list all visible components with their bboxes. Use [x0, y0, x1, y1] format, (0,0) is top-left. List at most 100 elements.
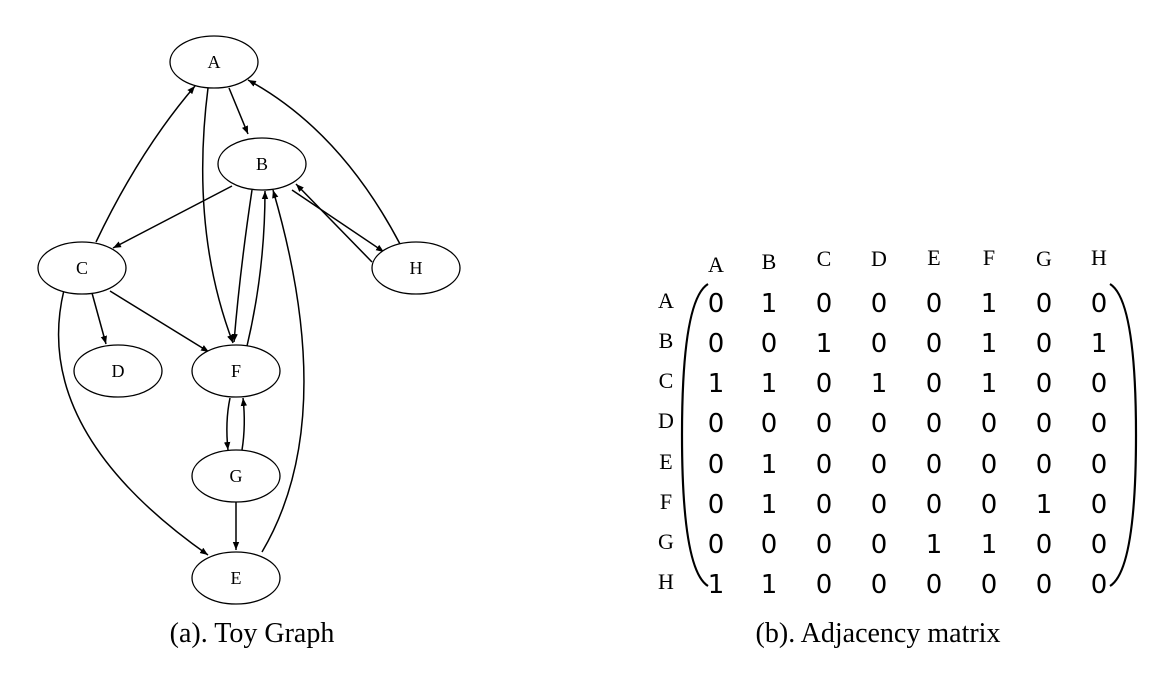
matrix-cell: 0: [708, 490, 725, 520]
matrix-cell: 0: [871, 329, 888, 359]
matrix-cells: 0 1 0 0 0 1 0 0 0 0 1 0 0 1 0 1 1 1 0 1 0 1 0 0 0 0 0 0 0 0 0 0 0 1 0 0 0 0 0 0…: [708, 289, 1108, 600]
edge-c-e: [57, 289, 209, 556]
edge-c-f: [109, 290, 210, 353]
matrix-cell: 0: [981, 409, 998, 439]
edge-c-a: [95, 85, 196, 243]
matrix-cell: 0: [708, 289, 725, 319]
matrix-col-label: E: [927, 245, 940, 270]
graph-node-shape: [73, 344, 163, 398]
matrix-cell: 1: [708, 570, 725, 600]
graph-node-b: B: [217, 137, 307, 191]
matrix-cell: 0: [816, 490, 833, 520]
matrix-row-label: E: [659, 449, 672, 474]
graph-node-c: C: [37, 241, 127, 295]
matrix-caption: (b). Adjacency matrix: [756, 618, 1001, 649]
graph-node-g: G: [191, 449, 281, 503]
matrix-cell: 1: [761, 450, 778, 480]
matrix-cell: 0: [1091, 570, 1108, 600]
matrix-cell: 0: [708, 450, 725, 480]
matrix-col-label: G: [1036, 246, 1052, 271]
graph-node-label: F: [231, 361, 241, 381]
matrix-cell: 0: [871, 450, 888, 480]
graph-node-e: E: [191, 551, 281, 605]
matrix-row-label: F: [660, 489, 672, 514]
graph-node-shape: [191, 551, 281, 605]
matrix-cell: 0: [926, 450, 943, 480]
matrix-left-bracket: [680, 283, 709, 587]
matrix-cell: 0: [926, 329, 943, 359]
matrix-cell: 1: [816, 329, 833, 359]
matrix-col-label: B: [762, 249, 777, 274]
graph-node-shape: [191, 449, 281, 503]
matrix-cell: 0: [761, 409, 778, 439]
edge-b-c: [112, 185, 233, 249]
matrix-col-label: C: [817, 246, 832, 271]
matrix-cell: 1: [1091, 329, 1108, 359]
matrix-col-label: F: [983, 245, 995, 270]
matrix-cell: 1: [981, 530, 998, 560]
matrix-cell: 0: [981, 570, 998, 600]
matrix-cell: 1: [708, 369, 725, 399]
matrix-row-label: H: [658, 569, 674, 594]
matrix-cell: 0: [1036, 289, 1053, 319]
graph-node-label: D: [112, 361, 125, 381]
matrix-cell: 0: [1036, 570, 1053, 600]
matrix-cell: 0: [816, 450, 833, 480]
matrix-cell: 0: [816, 289, 833, 319]
matrix-cell: 0: [1036, 450, 1053, 480]
matrix-cell: 0: [981, 490, 998, 520]
matrix-cell: 0: [1091, 530, 1108, 560]
matrix-cell: 0: [871, 409, 888, 439]
matrix-cell: 0: [1091, 369, 1108, 399]
graph-node-label: A: [208, 52, 221, 72]
matrix-cell: 0: [708, 409, 725, 439]
graph-node-shape: [37, 241, 127, 295]
matrix-cell: 0: [926, 289, 943, 319]
matrix-cell: 1: [761, 570, 778, 600]
matrix-col-label: A: [708, 252, 724, 277]
edge-f-g: [223, 397, 231, 451]
edge-b-f: [231, 189, 253, 343]
matrix-row-label: D: [658, 408, 674, 433]
matrix-cell: 0: [871, 490, 888, 520]
graph-node-h: H: [371, 241, 461, 295]
graph-node-shape: [169, 35, 259, 89]
matrix-cell: 1: [981, 329, 998, 359]
matrix-cell: 0: [761, 329, 778, 359]
toy-graph: A B C D E F G H (a). Toy Graph: [37, 35, 461, 649]
graph-node-d: D: [73, 344, 163, 398]
graph-node-label: E: [231, 568, 242, 588]
graph-caption: (a). Toy Graph: [170, 618, 335, 649]
edge-h-a: [247, 79, 401, 245]
matrix-cell: 0: [926, 570, 943, 600]
matrix-cell: 1: [926, 530, 943, 560]
matrix-cell: 1: [981, 369, 998, 399]
edge-b-h: [291, 189, 385, 253]
matrix-cell: 0: [816, 570, 833, 600]
matrix-cell: 0: [1091, 409, 1108, 439]
edge-a-b: [228, 87, 249, 135]
edge-a-f: [201, 87, 234, 344]
graph-edges: [57, 79, 401, 556]
matrix-cell: 0: [981, 450, 998, 480]
matrix-cell: 0: [926, 369, 943, 399]
matrix-row-label: A: [658, 288, 674, 313]
matrix-row-label: G: [658, 529, 674, 554]
matrix-cell: 1: [1036, 490, 1053, 520]
matrix-cell: 0: [871, 289, 888, 319]
edge-c-d: [91, 292, 107, 345]
edge-g-f: [240, 397, 248, 451]
matrix-cell: 0: [1036, 530, 1053, 560]
graph-nodes: A B C D E F G H: [37, 35, 461, 605]
matrix-cell: 1: [761, 369, 778, 399]
matrix-cell: 1: [761, 289, 778, 319]
matrix-cell: 0: [871, 530, 888, 560]
matrix-cell: 0: [816, 369, 833, 399]
matrix-right-bracket: [1109, 283, 1138, 587]
edge-f-b: [246, 190, 269, 347]
matrix-cell: 0: [1036, 369, 1053, 399]
